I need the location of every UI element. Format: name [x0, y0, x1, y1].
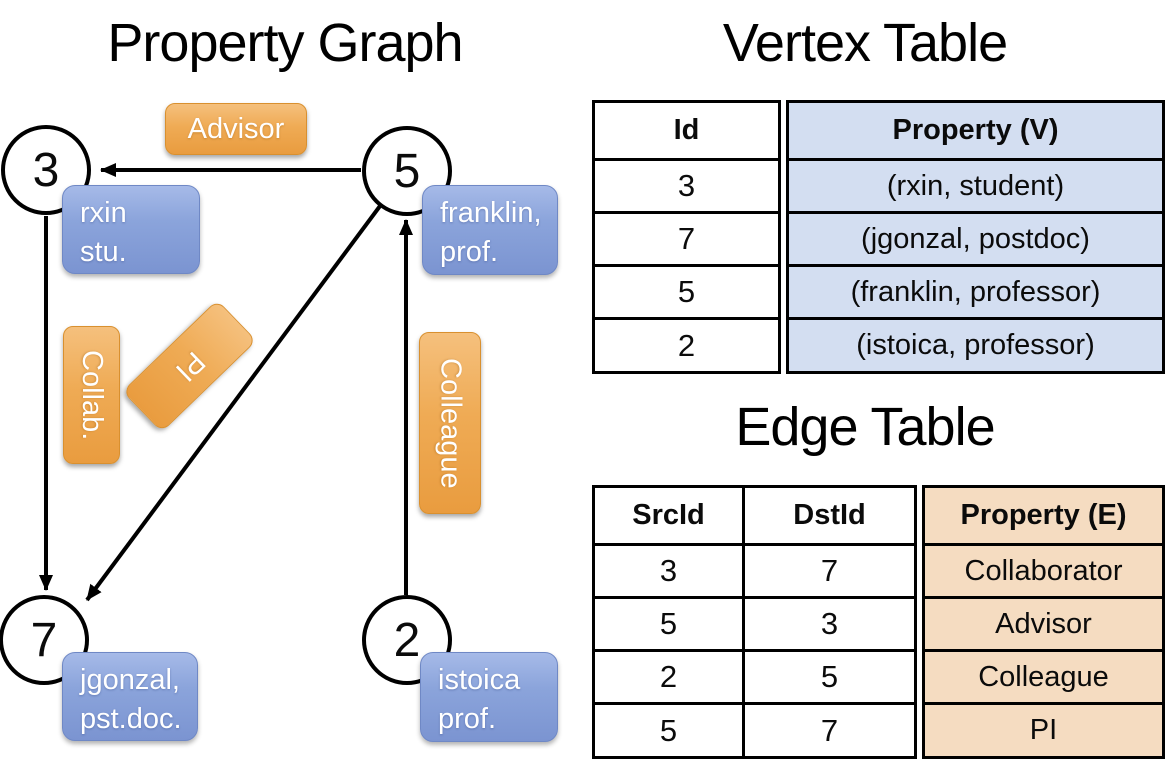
vertex-table-header-property: Property (V) [892, 114, 1059, 146]
vertex-id-cell: 3 [595, 158, 778, 211]
node-id: 2 [393, 613, 421, 667]
vertex-property-box-7: jgonzal, pst.doc. [62, 652, 198, 741]
edge-dst-cell: 7 [742, 702, 914, 756]
edge-property-cell: PI [925, 702, 1162, 756]
graph-edges-layer [39, 163, 413, 602]
graph-node-5: 5 [362, 126, 452, 216]
vertex-table-id-column: Id 3 7 5 2 [592, 100, 781, 374]
edge-label-collab: Collab. [63, 326, 120, 464]
edge-src-cell: 2 [595, 649, 742, 702]
edge-label-advisor: Advisor [165, 103, 307, 155]
edge-property-cell: Colleague [925, 649, 1162, 702]
vertex-property-box-5: franklin, prof. [422, 185, 558, 275]
property-line: prof. [440, 236, 499, 269]
vertex-property-box-3: rxin stu. [62, 185, 200, 274]
edge-label-colleague: Colleague [419, 332, 481, 514]
vertex-table-property-column: Property (V) (rxin, student) (jgonzal, p… [786, 100, 1165, 374]
property-line: franklin, [440, 197, 542, 229]
edge-src-cell: 3 [595, 543, 742, 596]
property-line: rxin [80, 197, 127, 229]
vertex-property-cell: (rxin, student) [789, 158, 1162, 211]
graph-node-2: 2 [362, 595, 452, 685]
edge-dst-cell: 7 [742, 543, 914, 596]
vertex-property-cell: (franklin, professor) [789, 264, 1162, 317]
property-graph-title: Property Graph [107, 13, 463, 73]
edge-src-cell: 5 [595, 702, 742, 756]
node-id: 7 [30, 613, 58, 667]
vertex-property-cell: (jgonzal, postdoc) [789, 211, 1162, 264]
edge-table-header-property: Property (E) [960, 499, 1127, 531]
edge-dst-cell: 5 [742, 649, 914, 702]
vertex-property-box-2: istoica prof. [420, 652, 558, 742]
edge-table-header-srcid: SrcId [632, 499, 705, 531]
edge-table-property-column: Property (E) Collaborator Advisor Collea… [922, 485, 1165, 759]
property-line: prof. [438, 703, 497, 736]
node-id: 3 [32, 143, 60, 197]
property-line: istoica [438, 664, 521, 696]
edge-property-cell: Advisor [925, 596, 1162, 649]
node-id: 5 [393, 144, 421, 198]
edge-table-header-dstid: DstId [742, 488, 914, 543]
vertex-table-header-id: Id [673, 114, 700, 146]
edge-dst-cell: 3 [742, 596, 914, 649]
edge-table-title: Edge Table [735, 397, 995, 457]
vertex-property-cell: (istoica, professor) [789, 317, 1162, 371]
property-line: stu. [80, 236, 127, 269]
edge-src-cell: 5 [595, 596, 742, 649]
edge-table-src-dst-columns: SrcId DstId 3 7 5 3 2 5 5 7 [592, 485, 917, 759]
edge-property-cell: Collaborator [925, 543, 1162, 596]
vertex-id-cell: 5 [595, 264, 778, 317]
property-line: pst.doc. [80, 703, 182, 736]
vertex-id-cell: 2 [595, 317, 778, 371]
edge-arrow-5-to-7 [85, 204, 382, 602]
vertex-table-title: Vertex Table [722, 13, 1008, 73]
property-line: jgonzal, [80, 664, 180, 696]
vertex-id-cell: 7 [595, 211, 778, 264]
